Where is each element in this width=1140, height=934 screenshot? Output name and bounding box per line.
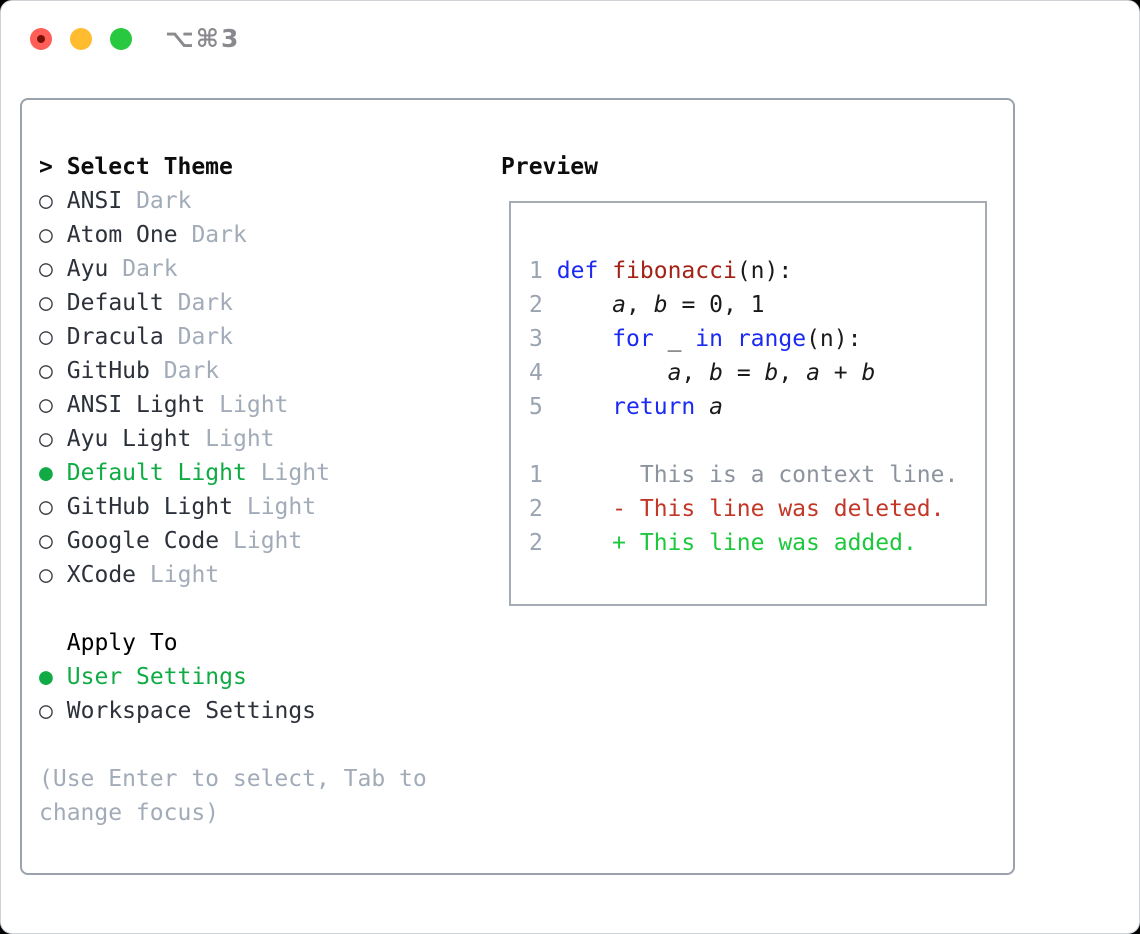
select-theme-header: > Select Theme xyxy=(39,150,427,184)
code-text: def fibonacci(n): xyxy=(556,258,793,284)
help-text-line-2: change focus) xyxy=(39,800,220,826)
diff-context-line: 1 This is a context line. xyxy=(529,458,958,492)
help-text-line-1: (Use Enter to select, Tab to xyxy=(39,766,427,792)
code-text: a, b = 0, 1 xyxy=(612,292,765,318)
line-number: 5 xyxy=(529,394,543,420)
line-number: 2 xyxy=(529,292,543,318)
radio-icon: ○ xyxy=(39,426,53,452)
line-number: 2 xyxy=(529,496,543,522)
code-text: return a xyxy=(612,394,723,420)
code-line: 4 a, b = b, a + b xyxy=(529,356,958,390)
radio-icon: ○ xyxy=(39,494,53,520)
preview-pane: 1 def fibonacci(n): 2 a, b = 0, 1 3 for _… xyxy=(509,201,987,606)
window-title: ⌥⌘3 xyxy=(165,24,241,53)
spacer xyxy=(39,728,427,762)
radio-icon: ○ xyxy=(39,324,53,350)
radio-selected-icon: ● xyxy=(39,460,53,486)
diff-added-line: 2 + This line was added. xyxy=(529,526,958,560)
code-text: a, b = b, a + b xyxy=(667,360,876,386)
apply-option-workspace-settings[interactable]: ○Workspace Settings xyxy=(39,694,427,728)
apply-to-header: Apply To xyxy=(66,630,178,656)
code-line: 3 for _ in range(n): xyxy=(529,322,958,356)
radio-icon: ○ xyxy=(39,698,53,724)
line-number: 1 xyxy=(529,462,543,488)
title-bar: ⌥⌘3 xyxy=(1,1,1139,77)
code-text: for _ in range(n): xyxy=(612,326,862,352)
variant-badge: Dark xyxy=(177,290,233,316)
radio-icon: ○ xyxy=(39,256,53,282)
diff-deleted-line: 2 - This line was deleted. xyxy=(529,492,958,526)
variant-badge: Light xyxy=(205,426,275,452)
radio-icon: ○ xyxy=(39,358,53,384)
close-button[interactable] xyxy=(30,28,52,50)
focus-caret-icon: > xyxy=(39,154,67,180)
radio-icon: ○ xyxy=(39,188,53,214)
apply-option-user-settings[interactable]: ●User Settings xyxy=(39,660,427,694)
diff-text: - This line was deleted. xyxy=(556,496,945,522)
variant-badge: Dark xyxy=(122,256,178,282)
spacer xyxy=(529,424,958,458)
preview-title: Preview xyxy=(501,154,598,180)
variant-badge: Dark xyxy=(136,188,192,214)
variant-badge: Light xyxy=(260,460,330,486)
radio-icon: ○ xyxy=(39,222,53,248)
radio-selected-icon: ● xyxy=(39,664,53,690)
line-number: 2 xyxy=(529,530,543,556)
variant-badge: Light xyxy=(219,392,289,418)
line-number: 1 xyxy=(529,258,543,284)
radio-icon: ○ xyxy=(39,528,53,554)
modified-dot-icon xyxy=(37,35,45,43)
radio-icon: ○ xyxy=(39,562,53,588)
variant-badge: Dark xyxy=(191,222,247,248)
diff-text: + This line was added. xyxy=(556,530,917,556)
zoom-button[interactable] xyxy=(110,28,132,50)
diff-text: This is a context line. xyxy=(556,462,959,488)
variant-badge: Light xyxy=(233,528,303,554)
spacer xyxy=(39,592,427,626)
variant-badge: Dark xyxy=(163,358,220,384)
radio-icon: ○ xyxy=(39,290,53,316)
variant-badge: Light xyxy=(246,494,317,520)
code-line: 1 def fibonacci(n): xyxy=(529,254,958,288)
minimize-button[interactable] xyxy=(70,28,92,50)
code-line: 2 a, b = 0, 1 xyxy=(529,288,958,322)
line-number: 4 xyxy=(529,360,543,386)
code-line: 5 return a xyxy=(529,390,958,424)
preview-content: 1 def fibonacci(n): 2 a, b = 0, 1 3 for _… xyxy=(529,254,958,560)
select-theme-title: Select Theme xyxy=(66,154,233,180)
variant-badge: Dark xyxy=(177,324,233,350)
variant-badge: Light xyxy=(149,562,220,588)
radio-icon: ○ xyxy=(39,392,53,418)
line-number: 3 xyxy=(529,326,543,352)
